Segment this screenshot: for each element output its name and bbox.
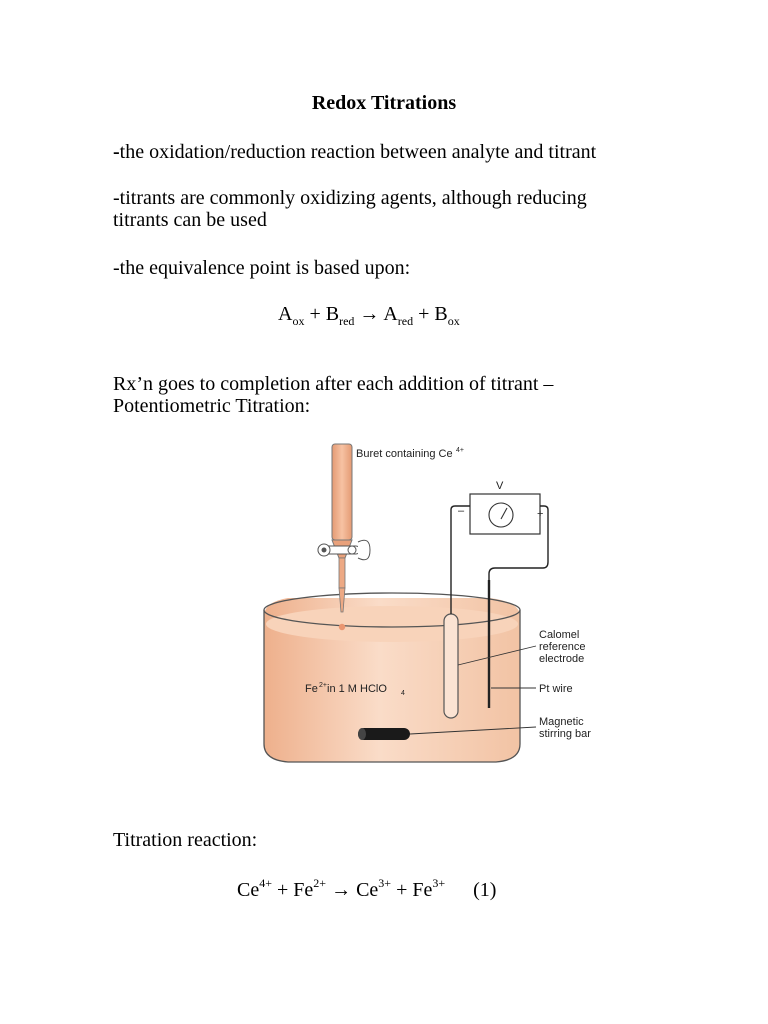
eq-a-red: A	[383, 303, 398, 325]
eq2-ce-sup: 4+	[259, 876, 272, 890]
pt-wire	[487, 520, 549, 708]
equivalence-equation: Aox + Bred → Ared + Box	[278, 303, 460, 329]
eq-red-sub: red	[339, 314, 355, 328]
eq2-ce3-sup: 3+	[378, 876, 392, 890]
titration-apparatus-figure: V – + Buret containing Ce 4+ Fe 2+ in 1 …	[263, 443, 591, 763]
eq2-fe-sup: 2+	[313, 876, 327, 890]
paragraph-reaction-text: the oxidation/reduction reaction between…	[119, 141, 597, 163]
eq-a-ox: A	[278, 303, 293, 325]
paragraph-titration-reaction: Titration reaction:	[113, 829, 258, 851]
eq-ox-sub-2: ox	[447, 314, 460, 328]
eq-arrow: →	[354, 303, 384, 325]
eq2-plus-fe3: + Fe	[391, 879, 433, 901]
calomel-label-2: reference	[539, 641, 585, 653]
calomel-electrode	[443, 516, 459, 719]
equation-number: (1)	[473, 879, 497, 901]
eq-ox-sub: ox	[292, 314, 305, 328]
paragraph-equivalence: -the equivalence point is based upon:	[113, 257, 411, 279]
calomel-label-3: electrode	[539, 653, 584, 665]
pt-wire-label: Pt wire	[539, 683, 573, 695]
solution-label-sup: 2+	[319, 682, 327, 689]
eq2-fe3-sup: 3+	[432, 876, 446, 890]
paragraph-potentiometric-line2: Potentiometric Titration:	[113, 395, 311, 417]
eq-plus-2: +	[413, 303, 435, 325]
eq-red-sub-2: red	[397, 314, 414, 328]
paragraph-potentiometric: Rx’n goes to completion after each addit…	[113, 373, 553, 417]
voltmeter-label: V	[496, 480, 504, 492]
eq2-plus-fe: + Fe	[272, 879, 314, 901]
paragraph-titrants: -titrants are commonly oxidizing agents,…	[113, 187, 587, 231]
buret-label-sup: 4+	[456, 447, 464, 454]
bullet-dash: -	[113, 141, 120, 163]
paragraph-titrants-line2: titrants can be used	[113, 209, 267, 231]
buret	[317, 443, 371, 631]
magnetic-stirring-bar	[358, 728, 410, 740]
voltmeter-minus: –	[458, 505, 465, 517]
calomel-label-1: Calomel	[539, 629, 579, 641]
paragraph-reaction: -the oxidation/reduction reaction betwee…	[113, 141, 596, 163]
solution-label-fe: Fe	[305, 683, 318, 695]
voltmeter-plus: +	[537, 508, 543, 520]
eq2-arrow-ce: → Ce	[326, 879, 379, 901]
eq2-ce: Ce	[237, 879, 260, 901]
eq-plus: +	[304, 303, 326, 325]
stir-label-2: stirring bar	[539, 728, 591, 740]
buret-label: Buret containing Ce 4+	[356, 447, 464, 460]
solution-label-sub: 4	[401, 690, 405, 697]
paragraph-potentiometric-line1: Rx’n goes to completion after each addit…	[113, 373, 554, 395]
titration-equation: Ce4+ + Fe2+ → Ce3+ + Fe3+(1)	[237, 876, 496, 902]
page-title: Redox Titrations	[311, 92, 457, 114]
eq-b-red: B	[325, 303, 340, 325]
stir-label-1: Magnetic	[539, 716, 584, 728]
paragraph-titrants-line1: -titrants are commonly oxidizing agents,…	[113, 187, 587, 209]
solution-label: Fe 2+ in 1 M HClO 4	[305, 682, 405, 697]
voltmeter: V – +	[450, 480, 549, 535]
solution-label-text: in 1 M HClO	[327, 683, 387, 695]
buret-label-text: Buret containing Ce	[356, 448, 453, 460]
eq-b-ox: B	[434, 303, 448, 325]
